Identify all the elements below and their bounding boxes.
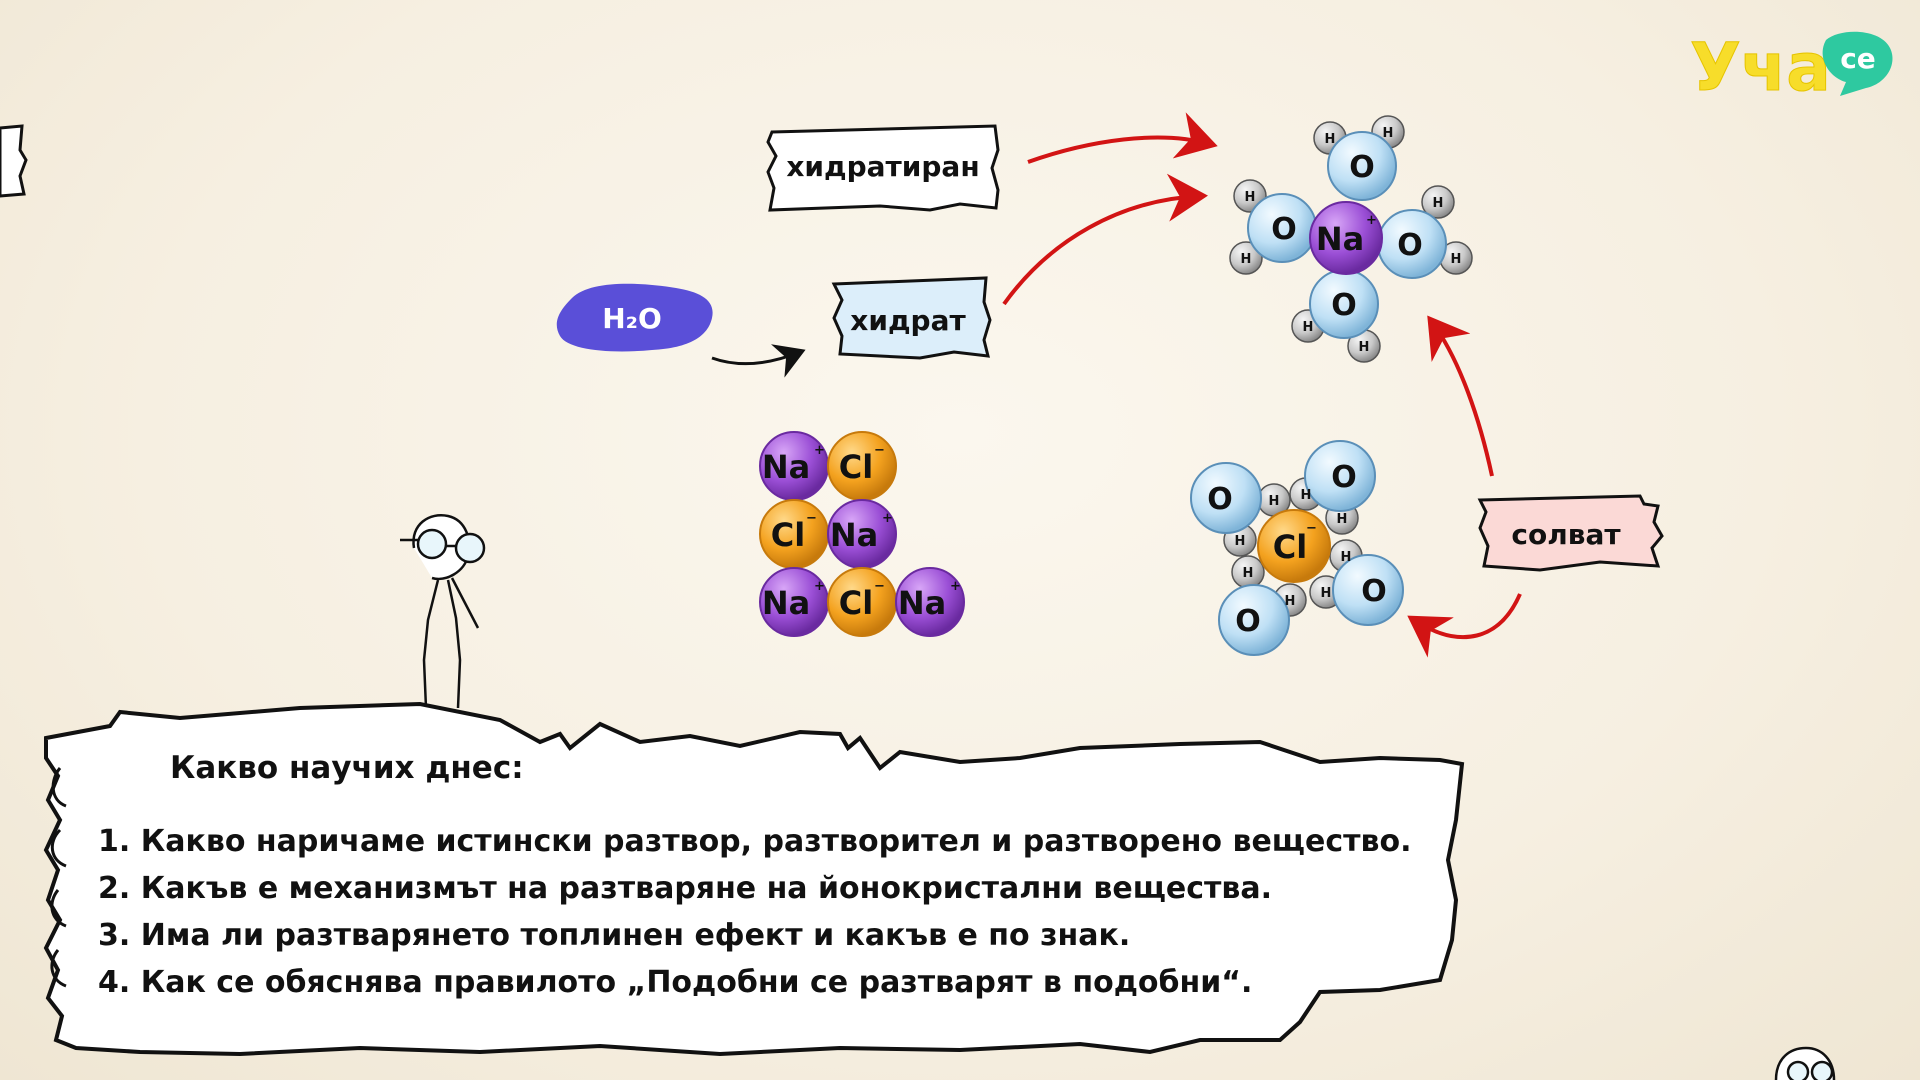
summary-item: 2. Какъв е механизмът на разтваряне на й…	[98, 871, 1273, 906]
svg-text:H: H	[1303, 320, 1314, 335]
water-oxygen-bottom-right	[1332, 554, 1404, 626]
svg-text:O: O	[1331, 288, 1357, 323]
svg-text:H: H	[1325, 132, 1336, 147]
svg-text:H: H	[1243, 566, 1254, 581]
svg-text:H: H	[1321, 586, 1332, 601]
summary-item: 3. Има ли разтварянето топлинен ефект и …	[98, 918, 1131, 953]
summary-item: 4. Как се обяснява правилото „Подобни се…	[98, 965, 1253, 1000]
svg-text:Na: Na	[762, 584, 810, 622]
svg-text:H: H	[1337, 512, 1348, 527]
arrow-solvate-to-na-complex	[1427, 315, 1494, 477]
nacl-crystal: Na+ Cl− Cl− Na+ Na+ Cl− Na+	[759, 431, 965, 637]
crystal-ion-na-1: Na +	[759, 431, 829, 501]
svg-text:−: −	[874, 579, 885, 594]
central-chloride-ion	[1257, 509, 1331, 583]
svg-text:H: H	[1245, 190, 1256, 205]
logo-text: Уча	[1690, 29, 1831, 106]
water-puddle: H₂O	[556, 283, 713, 352]
svg-text:H: H	[1383, 126, 1394, 141]
logo-badge-icon	[1822, 31, 1893, 96]
arrow-water-to-hydrate	[711, 344, 806, 378]
svg-text:−: −	[806, 511, 817, 526]
svg-text:H: H	[1235, 534, 1246, 549]
svg-text:−: −	[874, 443, 885, 458]
svg-text:H: H	[1451, 252, 1462, 267]
svg-text:H: H	[1241, 252, 1252, 267]
label-solvate-text: солват	[1511, 518, 1621, 551]
arrow-hydrated-to-complex	[1027, 112, 1218, 164]
water-formula: H₂O	[602, 302, 662, 335]
svg-text:+: +	[814, 443, 825, 458]
svg-text:Na: Na	[898, 584, 946, 622]
svg-text:Cl: Cl	[839, 584, 873, 622]
svg-text:Na: Na	[762, 448, 810, 486]
svg-text:O: O	[1349, 150, 1375, 185]
water-oxygen-top-left	[1190, 462, 1262, 534]
svg-text:Cl: Cl	[839, 448, 873, 486]
hydrated-sodium-complex: O O O O H H H H H H H H Na +	[1229, 115, 1473, 363]
svg-text:O: O	[1207, 482, 1233, 517]
svg-text:O: O	[1331, 460, 1357, 495]
water-oxygen-top-right	[1304, 440, 1376, 512]
svg-text:O: O	[1235, 604, 1261, 639]
svg-text:+: +	[1366, 213, 1377, 228]
svg-text:H: H	[1301, 488, 1312, 503]
central-sodium-ion	[1309, 201, 1383, 275]
svg-text:O: O	[1271, 212, 1297, 247]
peeking-character	[1774, 1046, 1836, 1080]
label-hydrated-box: хидратиран	[766, 124, 1000, 212]
summary-title: Какво научих днес:	[170, 750, 524, 786]
crystal-ion-cl-1: Cl−	[827, 431, 897, 501]
svg-text:−: −	[1306, 521, 1317, 536]
svg-text:+: +	[882, 511, 893, 526]
summary-card-paper	[43, 701, 1465, 1057]
stick-figure-character	[400, 514, 486, 709]
label-hydrate-text: хидрат	[850, 304, 966, 337]
svg-text:H: H	[1269, 494, 1280, 509]
svg-text:+: +	[950, 579, 961, 594]
crystal-ion-cl-2: Cl−	[759, 499, 829, 569]
crystal-ion-na-4: Na +	[895, 567, 965, 637]
arrow-hydrate-to-complex	[1002, 173, 1208, 306]
svg-text:Cl: Cl	[771, 516, 805, 554]
crystal-ion-na-2: Na +	[827, 499, 897, 569]
edge-paper-scrap	[0, 124, 28, 198]
label-solvate-box: солват	[1477, 494, 1664, 572]
svg-text:H: H	[1359, 340, 1370, 355]
label-hydrate-box: хидрат	[831, 276, 992, 360]
svg-text:H: H	[1341, 550, 1352, 565]
summary-list: 1. Какво наричаме истински разтвор, разт…	[98, 818, 1411, 1006]
crystal-ion-na-3: Na +	[759, 567, 829, 637]
hydrated-chloride-complex: O O O O H H H H H H H H Cl −	[1190, 440, 1404, 656]
summary-item: 1. Какво наричаме истински разтвор, разт…	[98, 824, 1412, 859]
svg-text:Na: Na	[1316, 220, 1364, 258]
crystal-ion-cl-3: Cl−	[827, 567, 897, 637]
logo-badge-text: се	[1840, 42, 1876, 75]
svg-text:Cl: Cl	[1273, 528, 1307, 566]
svg-text:O: O	[1397, 228, 1423, 263]
label-hydrated-text: хидратиран	[786, 150, 979, 183]
water-oxygen-top	[1327, 131, 1397, 201]
svg-text:H: H	[1433, 196, 1444, 211]
svg-text:Na: Na	[830, 516, 878, 554]
uchase-logo: Уча се	[1690, 29, 1893, 107]
svg-text:O: O	[1361, 574, 1387, 609]
water-oxygen-bottom-left	[1218, 584, 1290, 656]
svg-text:+: +	[814, 579, 825, 594]
summary-card-curls	[50, 767, 67, 988]
svg-text:H: H	[1285, 594, 1296, 609]
arrow-solvate-to-cl-complex	[1407, 593, 1522, 658]
